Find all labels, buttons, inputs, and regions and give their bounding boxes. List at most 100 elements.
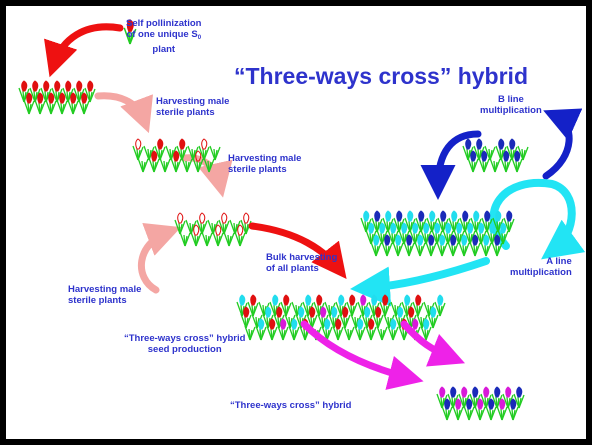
plant [190, 224, 202, 247]
navy-arrow-b-line-loop [542, 108, 583, 180]
plant [462, 138, 474, 161]
plant [280, 294, 292, 317]
plant [302, 294, 314, 317]
plant [273, 306, 285, 329]
plant [387, 318, 399, 341]
plant [463, 398, 475, 421]
plant [486, 222, 498, 245]
plant [517, 145, 529, 161]
plant [376, 325, 388, 341]
plant [170, 150, 182, 173]
plant [332, 318, 344, 341]
plant [346, 294, 358, 317]
plant [354, 318, 366, 341]
plant [179, 231, 191, 247]
plant [247, 294, 259, 317]
red-arrow-self-pollination [44, 23, 124, 78]
plant [357, 294, 369, 317]
plant [339, 306, 351, 329]
plant [447, 234, 459, 257]
plant [203, 157, 215, 173]
plant [174, 212, 186, 235]
plant-group-2 [132, 138, 221, 173]
plant [491, 234, 503, 257]
plant [240, 306, 252, 329]
plant [361, 306, 373, 329]
plant [496, 398, 508, 421]
plant [23, 92, 35, 115]
plant [132, 138, 144, 161]
plant [376, 222, 388, 245]
plant [480, 234, 492, 257]
self-pollinization-label: Self pollinization of one unique S0 plan… [126, 18, 202, 55]
seed-production-group [236, 294, 446, 341]
seed-production-label: “Three-ways cross” hybrid seed productio… [124, 333, 246, 355]
plant [201, 231, 213, 247]
plant [73, 80, 85, 103]
harvesting-label-2: Harvesting male sterile plants [228, 153, 302, 175]
plant [45, 92, 57, 115]
plant [500, 150, 512, 173]
single-s0-plant [123, 19, 137, 45]
plant [513, 386, 525, 409]
plant [372, 306, 384, 329]
plant [234, 224, 246, 247]
plant [491, 386, 503, 409]
plant [441, 398, 453, 421]
plant [392, 234, 404, 257]
plant [223, 231, 235, 247]
plant [56, 92, 68, 115]
pink-arrow-harvest-1 [94, 92, 153, 134]
plant [404, 210, 416, 233]
plant [405, 306, 417, 329]
plant [387, 222, 399, 245]
cyan-arrow-a-to-seed [350, 257, 490, 307]
plant [427, 306, 439, 329]
plant [78, 92, 90, 115]
b-line-label: B line multiplication [480, 94, 542, 116]
plant [478, 150, 490, 173]
plant [365, 318, 377, 341]
a-line-group [360, 210, 515, 257]
plant [317, 306, 329, 329]
plant [425, 234, 437, 257]
plant [365, 222, 377, 245]
plant [370, 234, 382, 257]
harvesting-label-1: Harvesting male sterile plants [156, 96, 230, 118]
harvesting-label-3: Harvesting male sterile plants [68, 284, 142, 306]
plant [277, 318, 289, 341]
plant [343, 325, 355, 341]
plant [452, 398, 464, 421]
plant [18, 80, 30, 103]
plant [255, 318, 267, 341]
plant [84, 80, 96, 103]
plant [159, 157, 171, 173]
arrows-back [44, 23, 586, 307]
plant [34, 92, 46, 115]
plant [467, 150, 479, 173]
plant [403, 234, 415, 257]
slide-title: “Three-ways cross” hybrid [234, 63, 528, 89]
plant-group-3 [174, 212, 252, 247]
plant [288, 318, 300, 341]
magenta-arrow-to-hybrid-2 [400, 320, 465, 367]
plant [236, 294, 248, 317]
plant [266, 318, 278, 341]
hybrid-label: “Three-ways cross” hybrid [230, 400, 352, 411]
plant [420, 318, 432, 341]
a-line-label: A line multiplication [510, 256, 572, 278]
plant [321, 318, 333, 341]
red-arrow-bulk-harvesting [248, 222, 347, 280]
plant [313, 294, 325, 317]
arrows-front [248, 222, 465, 390]
slide: “Three-ways cross” hybrid Self polliniza… [6, 6, 586, 439]
plant [458, 234, 470, 257]
plant [492, 210, 504, 233]
plant [436, 234, 448, 257]
plant [469, 234, 481, 257]
hybrid-group [436, 386, 525, 421]
plant [495, 138, 507, 161]
magenta-arrow-to-hybrid-1 [300, 320, 424, 390]
plant [431, 222, 443, 245]
plant [251, 313, 263, 329]
